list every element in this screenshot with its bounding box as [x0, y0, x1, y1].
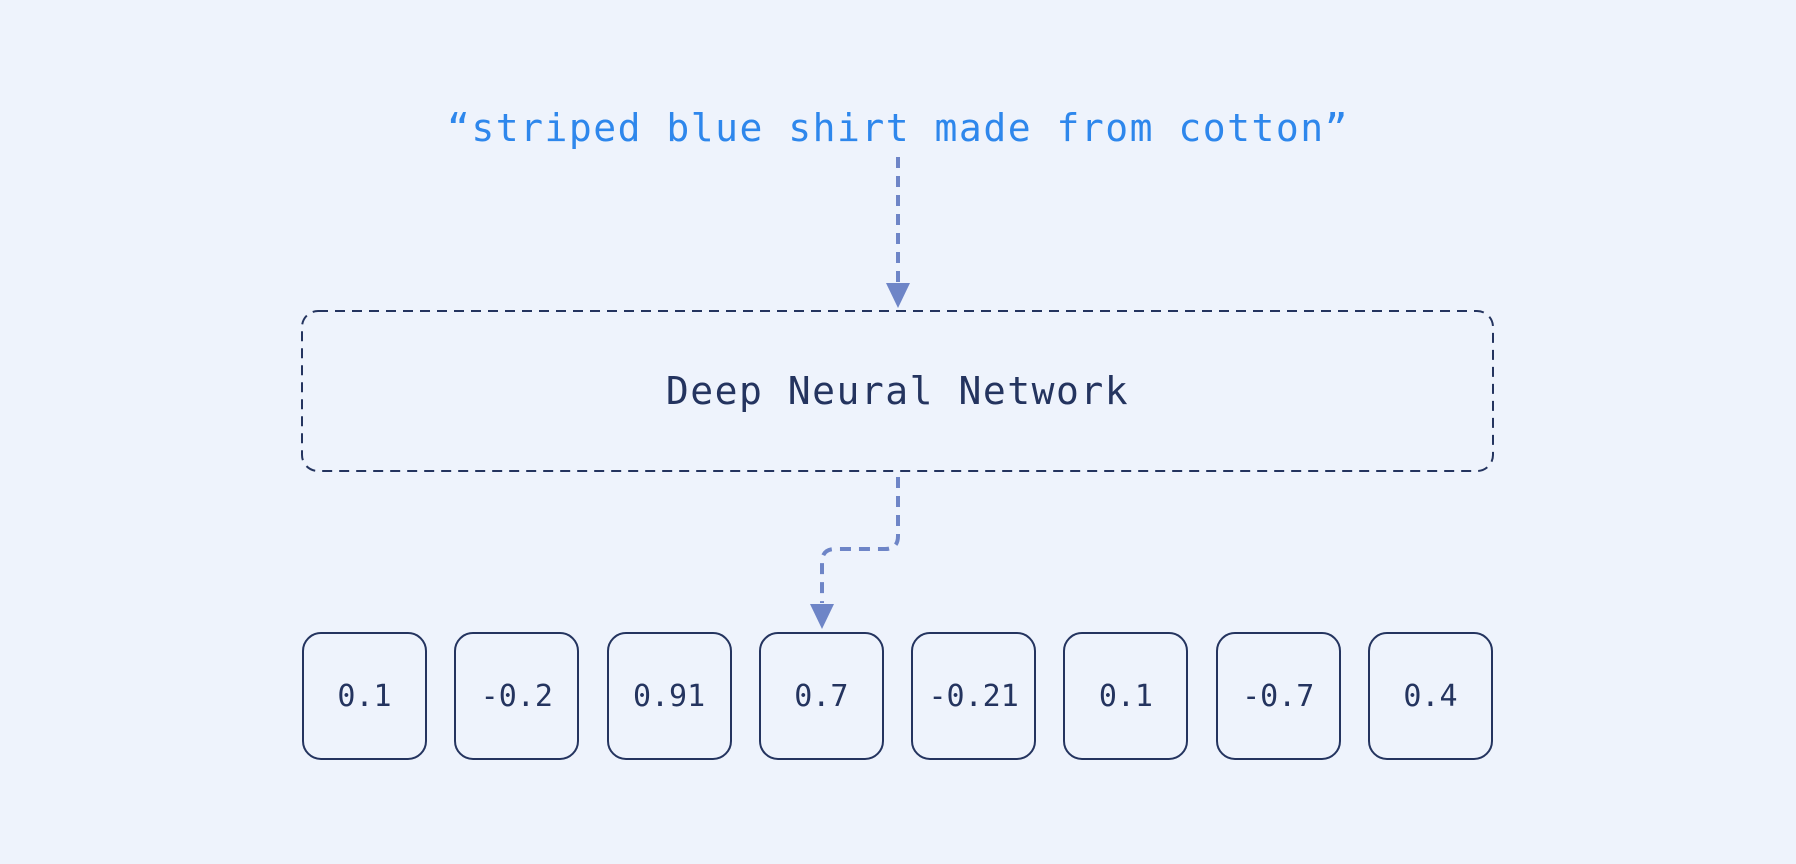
arrow-down-icon — [886, 157, 910, 308]
embedding-cell: -0.2 — [454, 632, 580, 760]
embedding-cell: -0.7 — [1215, 632, 1341, 760]
network-box: Deep Neural Network — [302, 311, 1493, 471]
embedding-cell: -0.21 — [911, 632, 1037, 760]
embedding-cell: 0.1 — [302, 632, 427, 760]
embedding-cell: 0.91 — [606, 632, 732, 760]
input-text: “striped blue shirt made from cotton” — [447, 106, 1349, 150]
arrow-down-icon — [810, 477, 900, 629]
embedding-cell: 0.1 — [1063, 632, 1189, 760]
embedding-cell: 0.4 — [1367, 632, 1493, 760]
embedding-vector: 0.1 -0.2 0.91 0.7 -0.21 0.1 -0.7 0.4 — [302, 632, 1493, 760]
network-box-border — [301, 310, 1494, 472]
embedding-cell: 0.7 — [758, 632, 884, 760]
network-label: Deep Neural Network — [665, 369, 1130, 413]
